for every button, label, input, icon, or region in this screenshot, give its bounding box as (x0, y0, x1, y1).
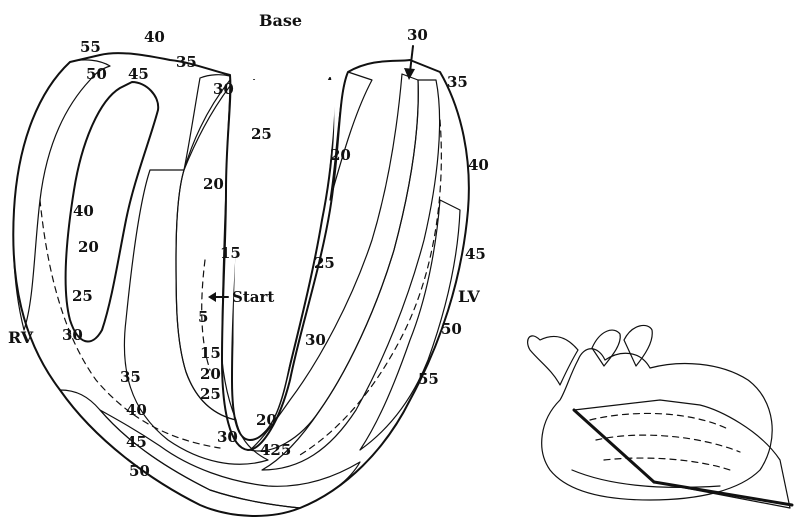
isochrone-label: 25 (314, 254, 335, 272)
inset-contour-1 (590, 413, 730, 430)
top-arrow-label: 30 (407, 26, 428, 44)
isochrone-label: 55 (418, 370, 439, 388)
heart-orientation-inset (528, 325, 792, 508)
isochrone-label: 35 (176, 53, 197, 71)
isochrone-label: 35 (447, 73, 468, 91)
isochrone-label: 30 (213, 80, 234, 98)
inset-heart-outline (542, 349, 772, 500)
isochrone-label: 20 (330, 146, 351, 164)
rv-outer-band (13, 60, 110, 330)
isochrone-label: 25 (72, 287, 93, 305)
inset-section-line (654, 482, 792, 505)
inset-section-line (574, 410, 654, 482)
isochrone-label: 50 (86, 65, 107, 83)
inset-vessel-left (592, 330, 620, 366)
isochrone-label: 40 (73, 202, 94, 220)
isochrone-label: 50 (129, 462, 150, 480)
isochrone-label: 20 (78, 238, 99, 256)
isochrone-label: 45 (465, 245, 486, 263)
lv-label: LV (458, 287, 480, 306)
isochrone-label: 5 (198, 308, 208, 326)
base-label: Base (259, 11, 302, 30)
isochrone-label: 15 (200, 344, 221, 362)
isochrone-label: 15 (220, 244, 241, 262)
isochrone-label: 40 (144, 28, 165, 46)
isochrone-label: 45 (128, 65, 149, 83)
isochrone-label: 25 (251, 125, 272, 143)
apex-band-2 (100, 410, 360, 508)
ventricle-section (13, 53, 469, 516)
isochrone-label: 35 (120, 368, 141, 386)
isochrone-label: 40 (468, 156, 489, 174)
isochrone-label: 20 (203, 175, 224, 193)
isochrone-label: 425 (260, 441, 291, 459)
isochrone-label: 30 (305, 331, 326, 349)
inset-contour-3 (604, 458, 730, 470)
isochrone-label: 40 (126, 401, 147, 419)
start-label: Start (232, 288, 274, 306)
isochrone-label: 20 (200, 365, 221, 383)
isochrone-label: 25 (200, 385, 221, 403)
isochrone-label: 20 (256, 411, 277, 429)
isochrone-label: 30 (217, 428, 238, 446)
inset-vessel-right (624, 325, 652, 366)
rv-label: RV (8, 328, 34, 347)
start-marker (208, 292, 228, 302)
lv-dashed-band (330, 72, 372, 200)
isochrone-label: 55 (80, 38, 101, 56)
isochrone-label: 30 (62, 326, 83, 344)
isochrone-label: 50 (441, 320, 462, 338)
inset-base-detail (572, 470, 720, 487)
isochrone-label: 45 (126, 433, 147, 451)
